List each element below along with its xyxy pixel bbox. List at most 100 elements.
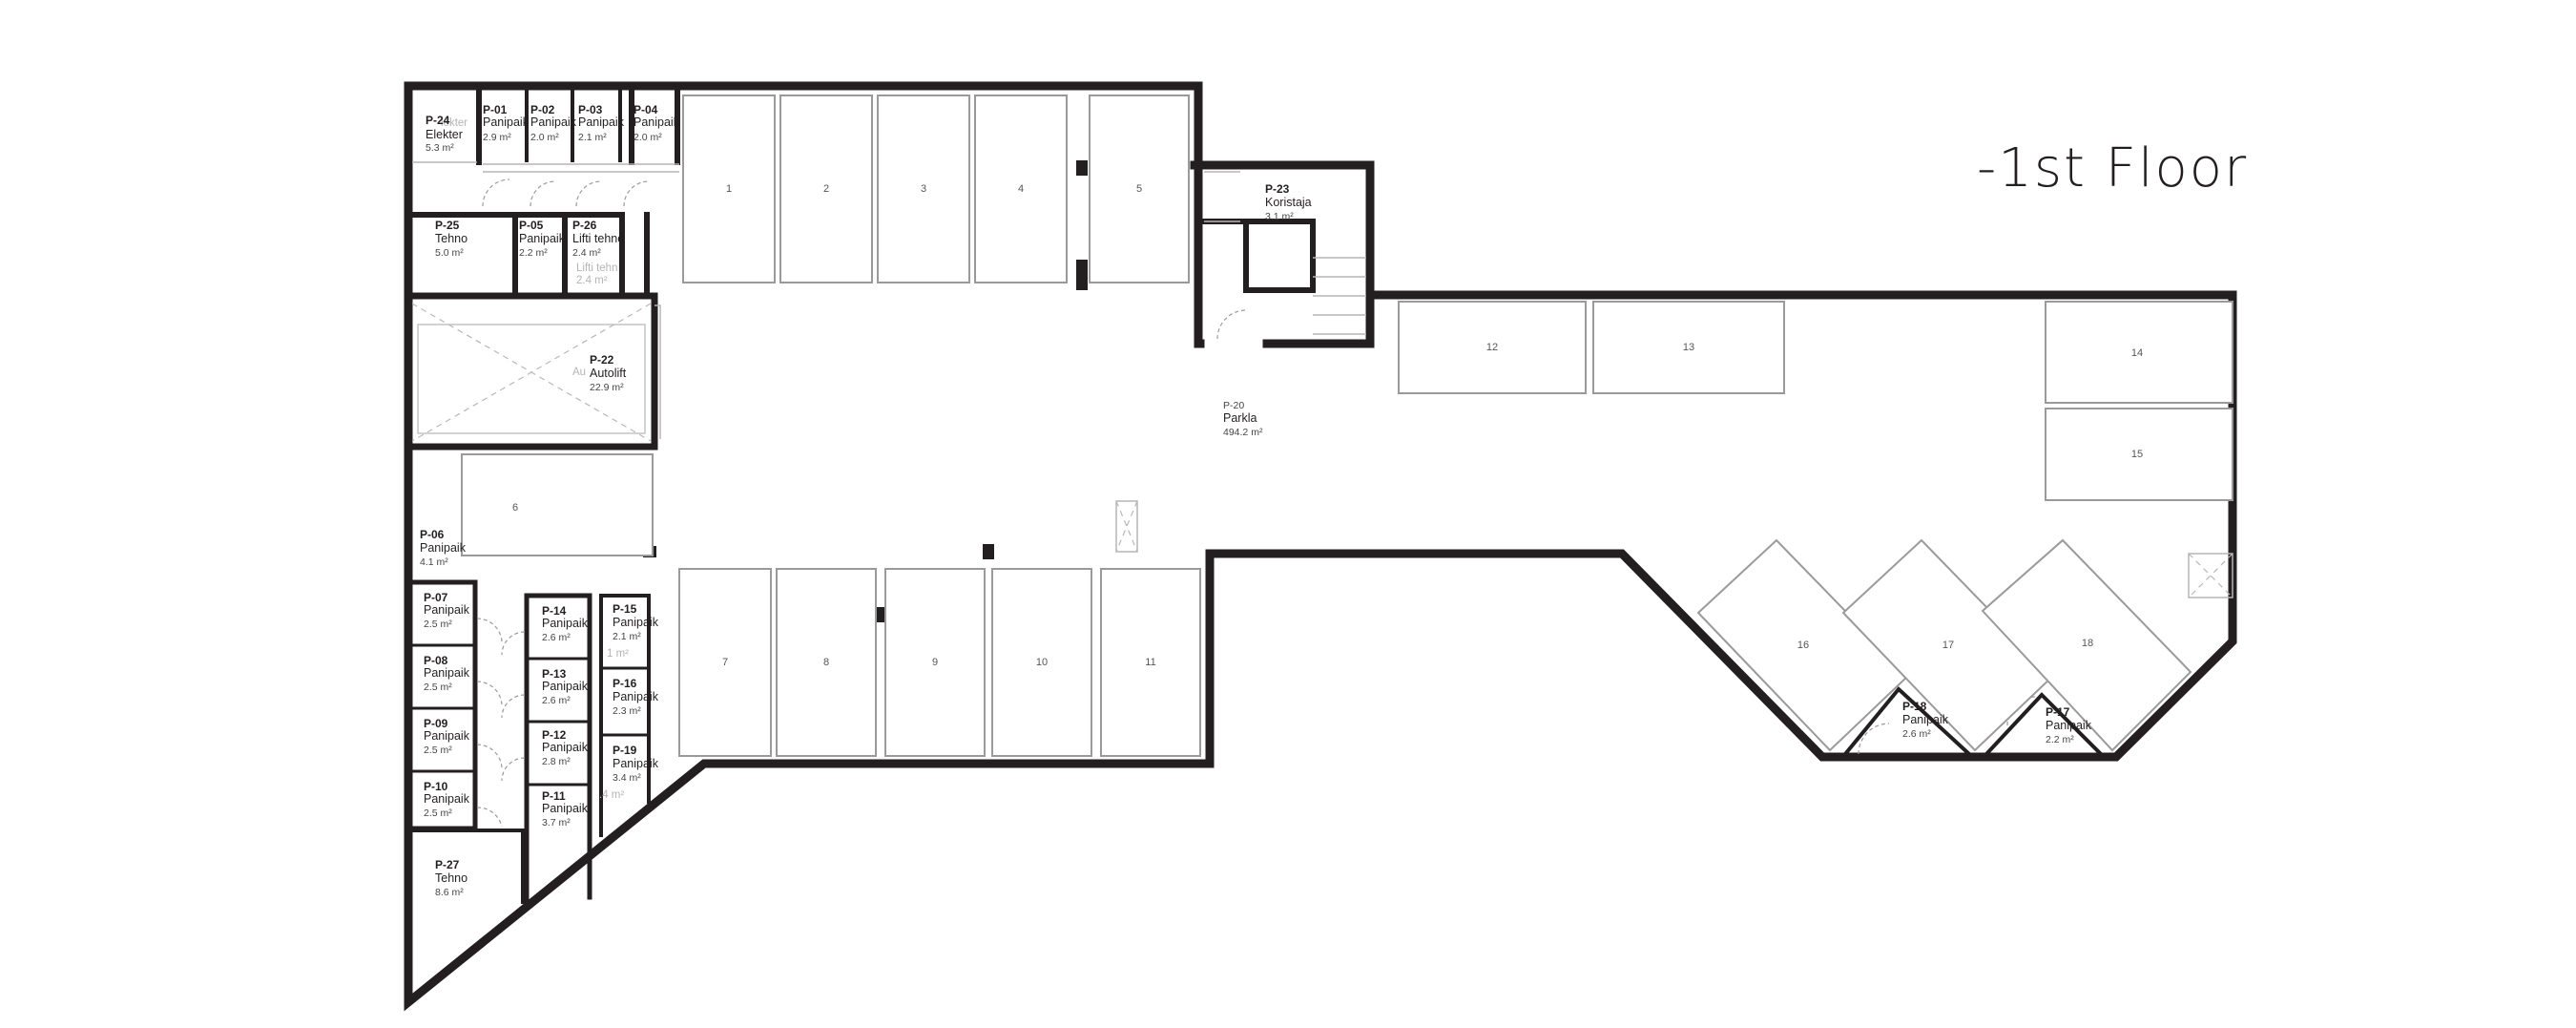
label: P-18: [1902, 700, 1927, 713]
room-p18: P-18 Panipaik 2.6 m²: [1902, 700, 1949, 740]
label: Tehno: [435, 871, 467, 885]
label: 7: [722, 657, 728, 668]
label: Panipaik: [542, 617, 589, 630]
label: P-12: [542, 728, 567, 742]
label: 4.1 m²: [420, 556, 448, 568]
room-p27: P-27 Tehno 8.6 m²: [435, 858, 467, 898]
label: Panipaik: [634, 115, 680, 129]
label: 2.2 m²: [519, 247, 548, 259]
label: Panipaik: [542, 802, 589, 815]
bay-2: 2: [779, 94, 873, 283]
label: 5: [1136, 183, 1142, 195]
room-p16: P-16 Panipaik 2.3 m²: [613, 677, 659, 717]
outer-walls: [404, 81, 2237, 1012]
label: 2: [823, 183, 829, 195]
bay-5: 5: [1089, 94, 1190, 283]
label: 5.0 m²: [435, 247, 464, 259]
label: 2.6 m²: [542, 695, 571, 706]
room-p13: P-13 Panipaik 2.6 m²: [542, 667, 589, 706]
label: P-26: [572, 219, 597, 232]
label: 1 m²: [607, 648, 629, 660]
label: P-08: [424, 654, 448, 667]
room-p02: P-02 Panipaik 2.0 m²: [530, 103, 577, 143]
label: 2.1 m²: [578, 132, 607, 143]
room-labels: lekter P-24 Elekter 5.3 m² P-01 Panipaik…: [420, 103, 2092, 898]
room-p14: P-14 Panipaik 2.6 m²: [542, 604, 589, 643]
label: P-13: [542, 667, 567, 681]
bay-14: 14: [2045, 301, 2233, 404]
label: 2.5 m²: [424, 808, 452, 819]
thin-lines: [412, 161, 2233, 598]
label: P-03: [578, 103, 603, 116]
inner-walls: [405, 89, 2104, 905]
room-p26: P-26 Lifti tehno 2.4 m² Lifti tehn 2.4 m…: [572, 219, 624, 286]
label: Panipaik: [1902, 713, 1949, 726]
room-p12: P-12 Panipaik 2.8 m²: [542, 728, 589, 767]
label: P-04: [634, 103, 658, 116]
label: P-22: [590, 353, 614, 367]
label: 2.5 m²: [424, 745, 452, 756]
room-p22: Au P-22 Autolift 22.9 m²: [572, 353, 627, 393]
label: 3.1 m²: [1265, 211, 1294, 222]
label: Panipaik: [424, 603, 470, 617]
label: 2.6 m²: [542, 632, 571, 643]
bay-18: 18: [1981, 538, 2192, 752]
bay-4: 4: [974, 94, 1068, 283]
label: Panipaik: [578, 115, 625, 129]
label: Lifti tehno: [572, 232, 624, 245]
label: 18: [2082, 638, 2093, 649]
label: P-09: [424, 717, 448, 730]
label: 2.2 m²: [2046, 734, 2074, 745]
room-p06: P-06 Panipaik 4.1 m²: [420, 528, 467, 568]
label: 2.5 m²: [424, 619, 452, 630]
label: Lifti tehn: [576, 262, 617, 274]
label: Panipaik: [424, 666, 470, 680]
label: 494.2 m²: [1223, 427, 1263, 438]
room-p03: P-03 Panipaik 2.1 m²: [578, 103, 625, 143]
label: 2.0 m²: [634, 132, 662, 143]
label: Panipaik: [519, 232, 566, 245]
label: P-01: [483, 103, 508, 116]
label: Panipaik: [542, 741, 589, 754]
label: 3.7 m²: [542, 817, 571, 829]
label: 2.4 m²: [576, 275, 608, 286]
room-p23: P-23 Koristaja 3.1 m²: [1265, 182, 1312, 222]
bay-15: 15: [2045, 408, 2233, 501]
bay-9: 9: [884, 568, 986, 757]
label: 1: [726, 183, 732, 195]
label: Panipaik: [424, 792, 470, 806]
room-p07: P-07 Panipaik 2.5 m²: [424, 591, 470, 630]
label: 8.6 m²: [435, 887, 464, 898]
label: Panipaik: [613, 616, 659, 629]
label: P-11: [542, 789, 566, 803]
label: Panipaik: [542, 680, 589, 693]
label: Panipaik: [420, 541, 467, 555]
room-p19: P-19 Panipaik 3.4 m² .4 m²: [599, 744, 659, 801]
label: Tehno: [435, 232, 467, 245]
bay-11: 11: [1100, 568, 1201, 757]
label: .4 m²: [599, 789, 624, 801]
label: Elekter: [426, 128, 463, 141]
label: P-02: [530, 103, 555, 116]
label: Autolift: [590, 367, 627, 380]
room-p09: P-09 Panipaik 2.5 m²: [424, 717, 470, 756]
label: P-15: [613, 602, 637, 616]
label: P-10: [424, 780, 448, 793]
label: Panipaik: [613, 757, 659, 770]
label: 2.3 m²: [613, 705, 641, 717]
label: 13: [1683, 342, 1694, 353]
room-p25: P-25 Tehno 5.0 m²: [435, 219, 467, 259]
label: 15: [2131, 449, 2143, 460]
label: 16: [1797, 640, 1809, 651]
label: Parkla: [1223, 411, 1257, 425]
label: Panipaik: [2046, 719, 2092, 732]
bay-6: 6: [461, 453, 654, 556]
label: P-24: [426, 114, 450, 127]
label: 9: [932, 657, 938, 668]
label: 2.0 m²: [530, 132, 559, 143]
label: P-25: [435, 219, 460, 232]
label: 2.9 m²: [483, 132, 511, 143]
label: 14: [2131, 347, 2143, 359]
label: 8: [823, 657, 829, 668]
label: P-05: [519, 219, 544, 232]
